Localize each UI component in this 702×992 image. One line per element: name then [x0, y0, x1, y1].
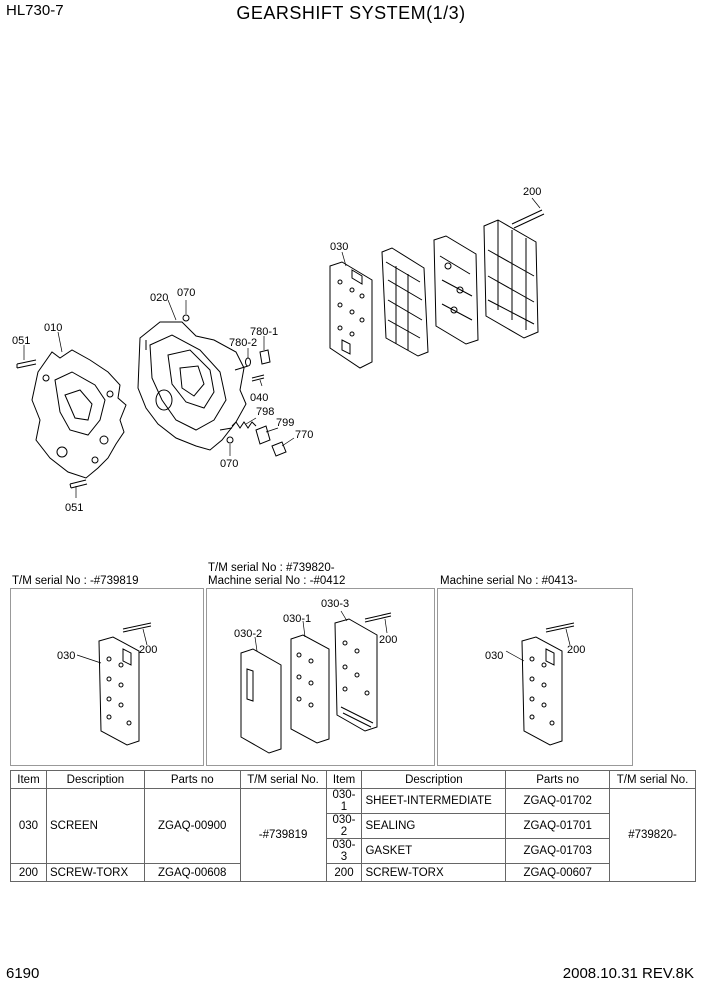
dowel-pin-bottom: [69, 479, 88, 489]
variant-2-serial-machine: Machine serial No : -#0412: [208, 575, 346, 587]
right-description-cell: SCREW-TORX: [361, 863, 507, 882]
header-item: Item: [10, 770, 47, 789]
variant-1-callout-030: 030: [57, 650, 75, 662]
variant-3-drawing: 030 200: [485, 622, 585, 746]
oring-780-2: [245, 357, 251, 367]
screen-plate-drawing: [329, 261, 373, 369]
page-title: GEARSHIFT SYSTEM(1/3): [236, 3, 466, 23]
variant-box-2: 030-3 030-1 030-2 200: [206, 588, 435, 766]
variant-3-serial: Machine serial No : #0413-: [440, 575, 578, 587]
left-parts-no-cell: ZGAQ-00900: [143, 788, 241, 864]
page-number: 6190: [6, 965, 40, 982]
left-description-cell: SCREEN: [45, 788, 145, 864]
header-description-right: Description: [361, 770, 507, 789]
plug-770: [271, 441, 287, 457]
plug-799: [255, 425, 271, 445]
dowel-pin-top: [16, 359, 37, 369]
variant-2-serial-tm: T/M serial No : #739820-: [208, 562, 335, 574]
cover-plate-drawing: [31, 349, 127, 479]
callout-770: 770: [295, 429, 313, 441]
variant-1-drawing: 030 200: [57, 622, 157, 746]
callout-020: 020: [150, 292, 168, 304]
callout-051-lower: 051: [65, 502, 83, 514]
table-header-row: Item Description Parts no T/M serial No.…: [10, 770, 696, 789]
right-description-cell: SHEET-INTERMEDIATE: [361, 788, 507, 814]
callout-798: 798: [256, 406, 274, 418]
valve-body-3-drawing: [483, 219, 539, 339]
plug-070-bottom: [226, 436, 234, 444]
left-description-cell: SCREW-TORX: [45, 863, 145, 882]
callout-051: 051: [12, 335, 30, 347]
variant-1-serial: T/M serial No : -#739819: [12, 575, 139, 587]
callout-200: 200: [523, 186, 541, 198]
header-parts-no-right: Parts no: [505, 770, 611, 789]
variant-2-drawing: 030-3 030-1 030-2 200: [234, 598, 397, 754]
date-revision: 2008.10.31 REV.8K: [562, 965, 694, 982]
callout-010: 010: [44, 322, 62, 334]
parts-table: Item Description Parts no T/M serial No.…: [10, 770, 696, 882]
left-item-cell: 030: [10, 788, 47, 864]
screw-200: [511, 209, 545, 229]
right-item-cell: 030-1: [325, 788, 363, 814]
right-description-cell: SEALING: [361, 813, 507, 839]
housing-drawing: [137, 321, 247, 451]
plug-070-top: [182, 314, 190, 322]
variant-2-callout-030-1: 030-1: [283, 613, 311, 625]
spring-798: [231, 421, 257, 429]
callout-040: 040: [250, 392, 268, 404]
left-item-cell: 200: [10, 863, 47, 882]
header-description: Description: [45, 770, 145, 789]
right-item-cell: 030-3: [325, 838, 363, 864]
right-parts-no-cell: ZGAQ-01701: [505, 813, 611, 839]
model-code: HL730-7: [6, 2, 64, 19]
header-item-right: Item: [325, 770, 363, 789]
right-description-cell: GASKET: [361, 838, 507, 864]
variant-3-callout-200: 200: [567, 644, 585, 656]
table-row: 030 SCREEN ZGAQ-00900 -#739819 030-1 SHE…: [10, 788, 696, 882]
header-tm-serial-right: T/M serial No.: [609, 770, 696, 789]
variant-3-callout-030: 030: [485, 650, 503, 662]
right-parts-no-cell: ZGAQ-01702: [505, 788, 611, 814]
plug-780-1: [259, 349, 271, 365]
right-item-cell: 030-2: [325, 813, 363, 839]
table-row: 030-2 SEALING ZGAQ-01701: [11, 813, 696, 839]
callout-070: 070: [177, 287, 195, 299]
variant-2-callout-030-3: 030-3: [321, 598, 349, 610]
left-parts-no-cell: ZGAQ-00608: [143, 863, 241, 882]
valve-body-2-drawing: [433, 235, 479, 345]
header-parts-no: Parts no: [143, 770, 241, 789]
callout-780-1: 780-1: [250, 326, 278, 338]
table-row: 200 SCREW-TORX ZGAQ-00608 200 SCREW-TORX…: [10, 863, 696, 882]
exploded-diagram: 200 030 020 070 010 051 780-1 780-2 040 …: [12, 186, 545, 514]
valve-body-1-drawing: [381, 247, 429, 357]
right-item-cell: 200: [325, 863, 363, 882]
left-serial-cell: -#739819: [239, 788, 327, 882]
right-serial-cell: #739820-: [609, 788, 696, 882]
header-tm-serial: T/M serial No.: [239, 770, 327, 789]
variant-box-3: 030 200: [437, 588, 633, 766]
callout-070-lower: 070: [220, 458, 238, 470]
callout-780-2: 780-2: [229, 337, 257, 349]
callout-030: 030: [330, 241, 348, 253]
screw-040: [251, 374, 265, 382]
variant-box-1: 030 200: [10, 588, 204, 766]
callout-799: 799: [276, 417, 294, 429]
variant-1-callout-200: 200: [139, 644, 157, 656]
right-parts-no-cell: ZGAQ-00607: [505, 863, 611, 882]
right-parts-no-cell: ZGAQ-01703: [505, 838, 611, 864]
variant-2-callout-200: 200: [379, 634, 397, 646]
variant-2-callout-030-2: 030-2: [234, 628, 262, 640]
